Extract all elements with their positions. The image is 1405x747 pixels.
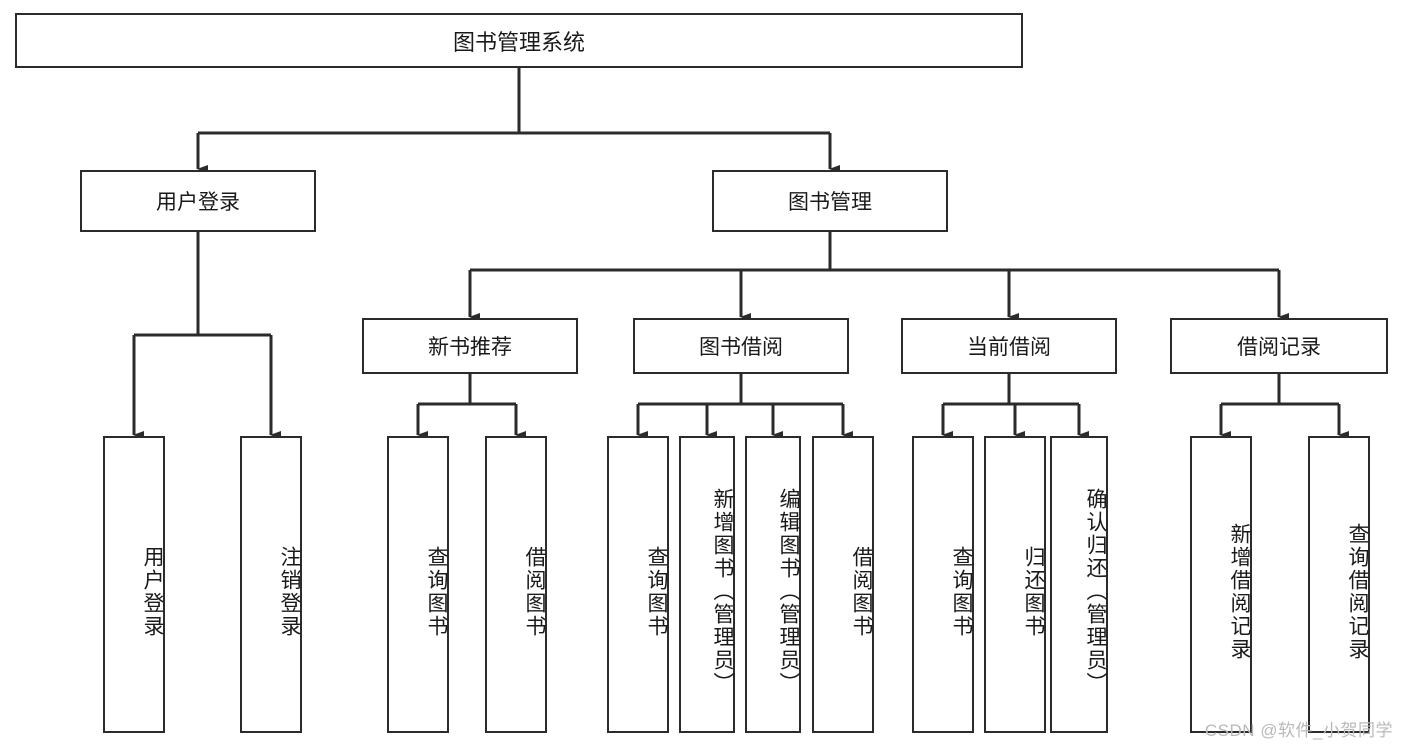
node-label: 用户登录 (141, 545, 164, 638)
node-book-manage[interactable]: 图书管理 (712, 170, 948, 232)
node-label: 新增借阅记录 (1228, 522, 1251, 661)
node-borrow-record[interactable]: 借阅记录 (1170, 318, 1388, 374)
node-label: 新增图书（管理员） (711, 488, 734, 695)
node-leaf-query-book-2[interactable]: 查询图书 (607, 436, 669, 733)
node-label: 当前借阅 (967, 336, 1051, 359)
node-new-book-recommend[interactable]: 新书推荐 (362, 318, 578, 374)
node-root[interactable]: 图书管理系统 (15, 13, 1023, 68)
node-leaf-logout-login[interactable]: 注销登录 (240, 436, 302, 733)
node-label: 用户登录 (156, 191, 240, 214)
node-label: 图书借阅 (699, 336, 783, 359)
node-leaf-query-book-1[interactable]: 查询图书 (387, 436, 449, 733)
node-label: 借阅记录 (1237, 336, 1321, 359)
node-label: 借阅图书 (850, 545, 873, 638)
node-leaf-add-book[interactable]: 新增图书（管理员） (679, 436, 735, 733)
node-book-borrow[interactable]: 图书借阅 (633, 318, 849, 374)
node-label: 确认归还（管理员） (1084, 488, 1107, 695)
node-label: 新书推荐 (428, 336, 512, 359)
node-leaf-borrow-book-1[interactable]: 借阅图书 (485, 436, 547, 733)
node-label: 借阅图书 (523, 545, 546, 638)
node-label: 查询图书 (950, 545, 973, 638)
node-label: 图书管理 (788, 191, 872, 214)
node-current-borrow[interactable]: 当前借阅 (901, 318, 1117, 374)
node-user-login[interactable]: 用户登录 (80, 170, 316, 232)
node-label: 归还图书 (1022, 545, 1045, 638)
node-label: 查询图书 (645, 545, 668, 638)
node-leaf-confirm-return[interactable]: 确认归还（管理员） (1050, 436, 1108, 733)
node-leaf-user-login[interactable]: 用户登录 (103, 436, 165, 733)
node-leaf-add-record[interactable]: 新增借阅记录 (1190, 436, 1252, 733)
node-leaf-borrow-book-2[interactable]: 借阅图书 (812, 436, 874, 733)
node-label: 编辑图书（管理员） (777, 488, 800, 695)
node-label: 图书管理系统 (452, 29, 585, 55)
node-label: 注销登录 (278, 545, 301, 638)
node-leaf-query-record[interactable]: 查询借阅记录 (1308, 436, 1370, 733)
node-leaf-query-book-3[interactable]: 查询图书 (912, 436, 974, 733)
node-leaf-edit-book[interactable]: 编辑图书（管理员） (745, 436, 801, 733)
node-leaf-return-book[interactable]: 归还图书 (984, 436, 1046, 733)
node-label: 查询借阅记录 (1346, 522, 1369, 661)
node-label: 查询图书 (425, 545, 448, 638)
